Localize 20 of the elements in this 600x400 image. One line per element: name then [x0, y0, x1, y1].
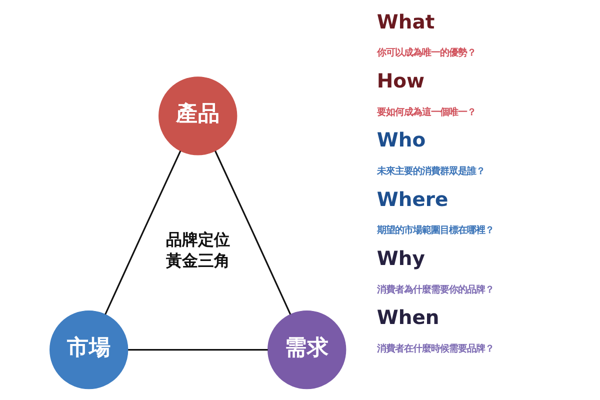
label: 消費者在什麼時候需要品牌？ — [376, 344, 494, 355]
label: Who — [376, 128, 426, 152]
node-circle: 市場 — [50, 310, 128, 390]
label: How — [376, 69, 425, 92]
label: 要如何成為這一個唯一？ — [376, 106, 476, 118]
label: When — [376, 306, 440, 330]
label: 未來主要的消費群眾是誰？ — [376, 166, 485, 177]
label: 黃金三角 — [166, 250, 230, 270]
connector — [214, 150, 292, 315]
label: Where — [376, 188, 448, 211]
node-circle: 產品 — [158, 76, 238, 156]
connector — [104, 150, 182, 315]
label: 品牌定位 — [166, 230, 230, 249]
node-circle: 需求 — [268, 310, 346, 390]
label: Why — [376, 247, 425, 270]
label: What — [376, 10, 435, 34]
label: 消費者為什麼需要你的品牌？ — [376, 284, 494, 296]
label: 期望的市場範圍目標在哪裡？ — [376, 225, 494, 236]
connector — [128, 348, 268, 351]
label: 你可以成為唯一的優勢？ — [376, 48, 476, 59]
